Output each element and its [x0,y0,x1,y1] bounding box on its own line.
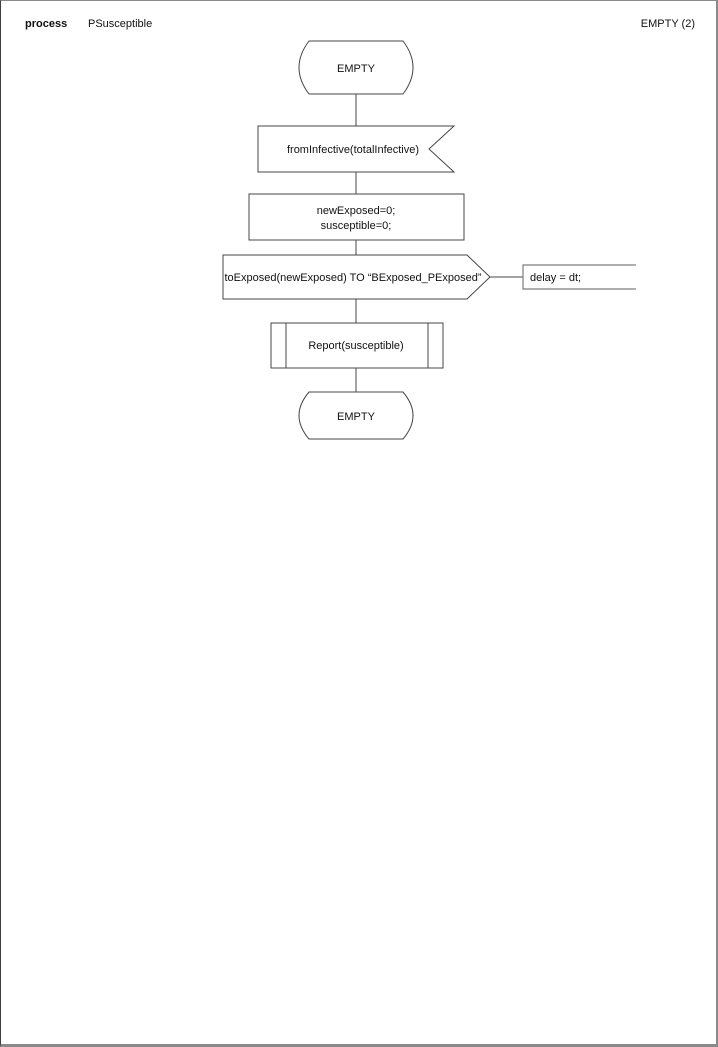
output-signal-label: toExposed(newExposed) TO “BExposed_PExpo… [224,272,481,284]
end-state-shape[interactable] [298,391,414,440]
task-shape[interactable] [248,193,465,241]
output-signal-symbol[interactable]: toExposed(newExposed) TO “BExposed_PExpo… [222,254,491,300]
task-line-1: newExposed=0; [317,205,396,217]
comment-box-shape[interactable] [522,264,636,290]
task-symbol[interactable]: newExposed=0; susceptible=0; [248,193,465,241]
comment-label: delay = dt; [530,272,581,284]
start-state-label: EMPTY [337,63,376,75]
start-state-shape[interactable] [298,40,414,95]
process-name: PSusceptible [88,18,153,30]
end-state-label: EMPTY [337,411,376,423]
input-signal-shape[interactable] [257,125,456,173]
comment-box[interactable]: delay = dt; [522,264,636,290]
input-signal-label: fromInfective(totalInfective) [287,144,419,156]
procedure-call-symbol[interactable]: Report(susceptible) [270,322,444,369]
output-signal-shape[interactable] [222,254,491,300]
task-line-2: susceptible=0; [321,220,392,232]
procedure-call-shape[interactable] [270,322,444,369]
start-state-symbol[interactable]: EMPTY [298,40,414,95]
diagram-kind-label: process [25,18,68,30]
procedure-call-label: Report(susceptible) [308,340,403,352]
end-state-symbol[interactable]: EMPTY [298,391,414,440]
page-label: EMPTY (2) [640,18,695,30]
input-signal-symbol[interactable]: fromInfective(totalInfective) [257,125,456,173]
